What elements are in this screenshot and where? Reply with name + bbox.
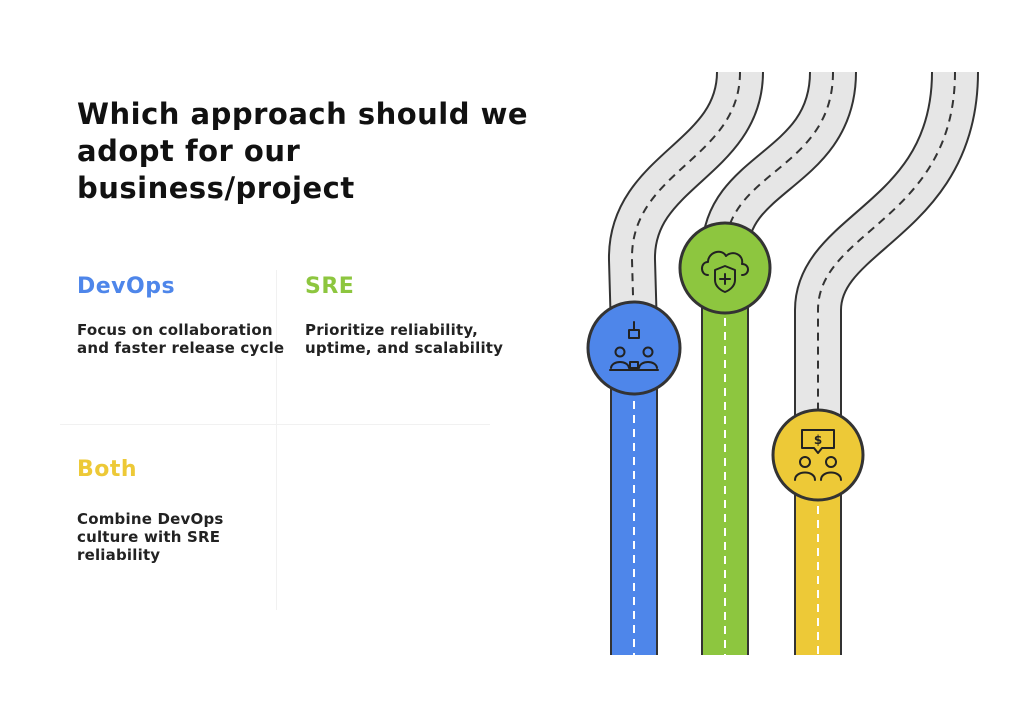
svg-text:$: $ (814, 433, 822, 447)
page-title: Which approach should we adopt for our b… (77, 97, 529, 205)
sre-badge (678, 221, 772, 315)
both-badge: $ (771, 408, 865, 502)
option-devops-description: Focus on collaboration and faster releas… (77, 321, 285, 357)
road-both (794, 71, 979, 655)
option-sre-title: SRE (305, 274, 355, 299)
team-collaboration-icon (609, 321, 659, 371)
option-sre-description: Prioritize reliability, uptime, and scal… (305, 321, 504, 357)
road-devops (607, 70, 764, 655)
option-both-description: Combine DevOps culture with SRE reliabil… (77, 510, 224, 564)
roads-illustration: $ (586, 70, 979, 655)
devops-badge (586, 300, 682, 396)
option-both-title: Both (77, 457, 138, 482)
grid-divider-horizontal (60, 424, 490, 425)
option-devops-title: DevOps (77, 274, 176, 299)
option-devops: DevOps Focus on collaboration and faster… (77, 273, 287, 357)
people-cost-icon: $ (794, 429, 842, 481)
option-sre: SRE Prioritize reliability, uptime, and … (305, 273, 515, 357)
option-both: Both Combine DevOps culture with SRE rel… (77, 456, 287, 564)
cloud-shield-icon (701, 250, 749, 293)
grid-divider-vertical (276, 270, 277, 610)
